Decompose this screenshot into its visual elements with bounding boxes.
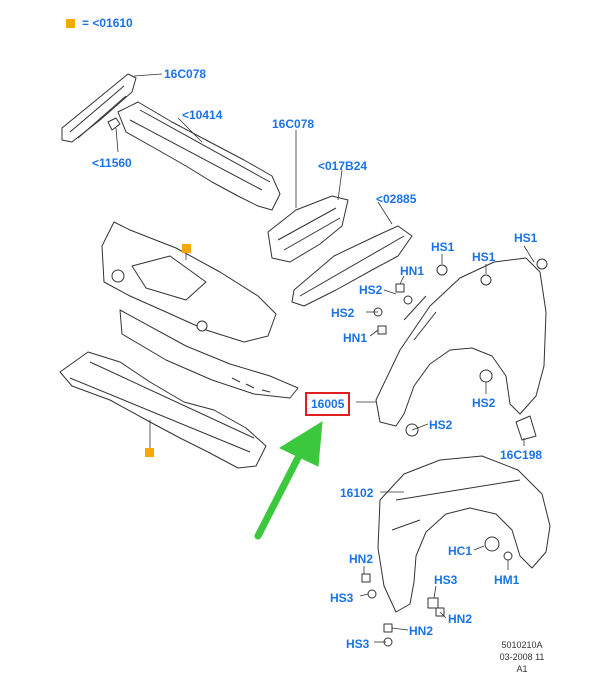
- diagram-ref-number: 5010210A: [501, 640, 543, 650]
- clip-11560: [107, 117, 121, 131]
- label-hs3-b: HS3: [434, 573, 458, 587]
- label-hs2-d: HS2: [472, 396, 496, 410]
- marker-dash-panel: [182, 244, 191, 253]
- label-16c198: 16C198: [500, 448, 543, 462]
- pointer-arrow: [254, 421, 323, 540]
- fastener-hn2-a: [361, 573, 371, 583]
- fastener-hs2-d: [479, 369, 493, 383]
- fastener-hn1: [395, 283, 405, 293]
- fastener-hn1-b: [377, 325, 387, 335]
- fastener-hs3-a: [367, 589, 377, 599]
- diagram-reference: 5010210A 03-2008 11 A1: [482, 639, 562, 675]
- label-hs1-a: HS1: [431, 240, 455, 254]
- wheel-arch-liner-16102: [377, 455, 551, 613]
- label-hs2-c: HS2: [429, 418, 453, 432]
- label-hn2-c: HN2: [409, 624, 434, 638]
- label-hn2-a: HN2: [349, 552, 374, 566]
- label-017b24: <017B24: [318, 159, 368, 173]
- plenum-lower: [59, 351, 267, 469]
- fender-liner-plate-16c198: [515, 415, 537, 441]
- label-hn1-b: HN1: [343, 331, 368, 345]
- label-10414: <10414: [182, 108, 223, 122]
- label-hs3-c: HS3: [346, 637, 370, 651]
- label-02885: <02885: [376, 192, 417, 206]
- legend-text: = <01610: [82, 16, 133, 30]
- label-11560: <11560: [92, 156, 132, 170]
- label-hn1-a: HN1: [400, 264, 425, 278]
- fastener-hs1-c: [536, 258, 548, 270]
- label-hs2-b: HS2: [331, 306, 355, 320]
- diagram-date: 03-2008 11: [499, 652, 545, 662]
- label-hs3-a: HS3: [330, 591, 354, 605]
- label-hc1: HC1: [448, 544, 473, 558]
- label-16102: 16102: [340, 486, 374, 500]
- label-hs1-c: HS1: [514, 231, 538, 245]
- front-fender-16005: [375, 257, 547, 427]
- label-16005-highlighted: 16005: [305, 392, 351, 416]
- label-hn2-b: HN2: [448, 612, 473, 626]
- label-hs1-b: HS1: [472, 250, 496, 264]
- fastener-hn2-c: [383, 623, 393, 633]
- cowl-panel-10414: [117, 101, 281, 211]
- fastener-hm1: [503, 551, 513, 561]
- label-hs2-a: HS2: [359, 283, 383, 297]
- panel-017b24: [267, 195, 349, 263]
- fastener-hs1-b: [480, 274, 492, 286]
- fastener-hs3-b: [427, 597, 439, 609]
- label-16c078-mid: 16C078: [272, 117, 315, 131]
- fastener-hs2-a: [403, 295, 413, 305]
- label-16c078-top: 16C078: [164, 67, 207, 81]
- diagram-revision: A1: [516, 664, 528, 674]
- label-hm1: HM1: [494, 573, 520, 587]
- fastener-hc1: [484, 536, 500, 552]
- marker-plenum: [145, 448, 154, 457]
- dash-panel: [101, 221, 277, 343]
- dash-extension: [119, 309, 299, 399]
- fastener-hs1-a: [436, 264, 448, 276]
- legend-marker: [66, 19, 75, 28]
